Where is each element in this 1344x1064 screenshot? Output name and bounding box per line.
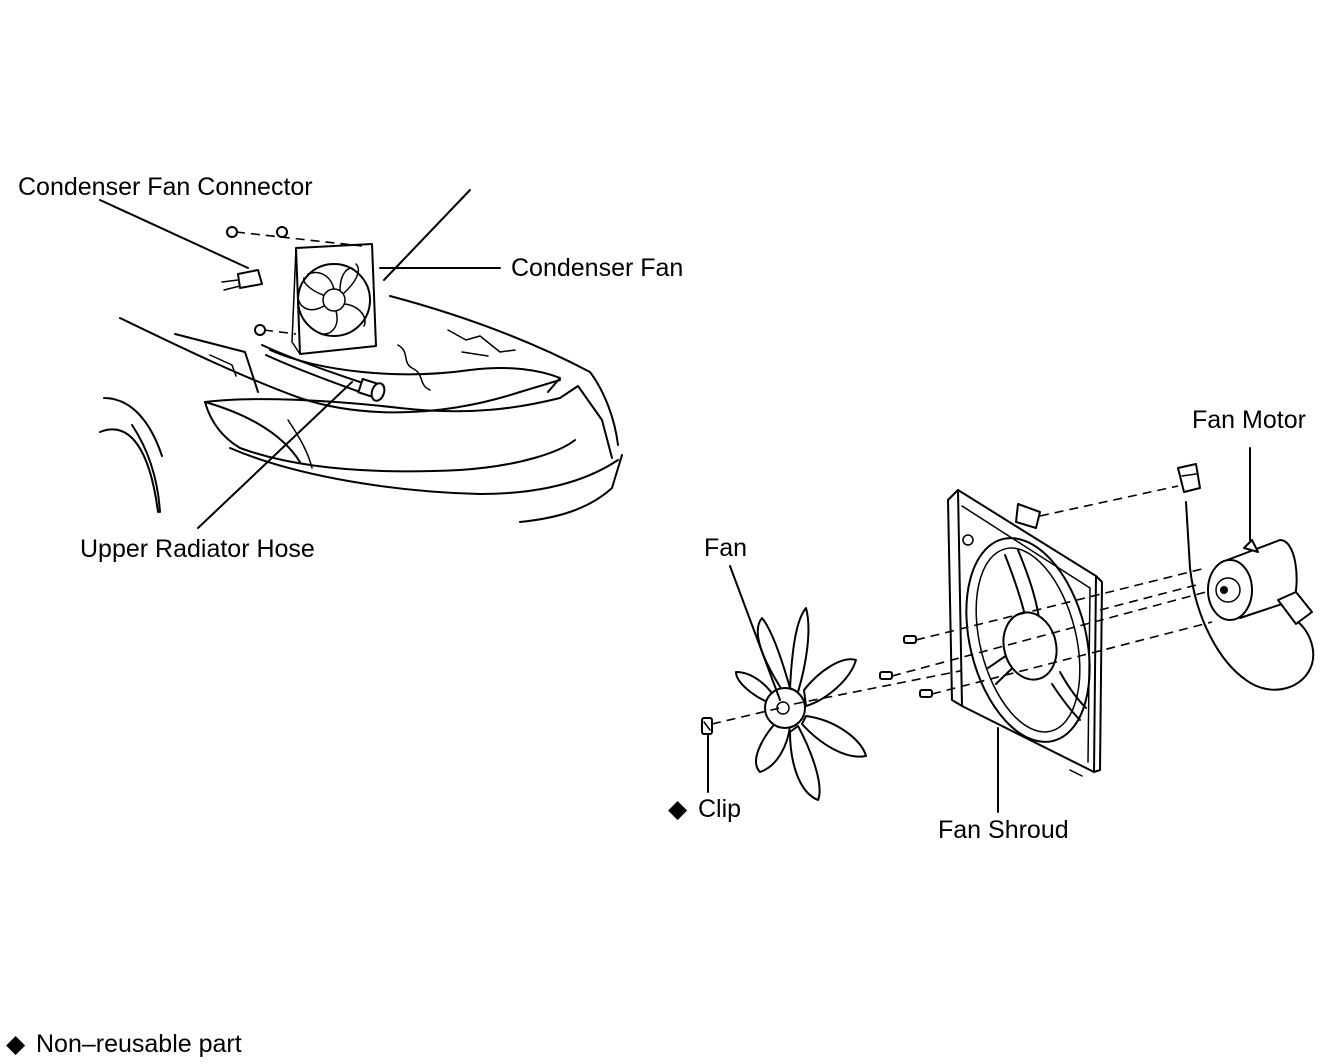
fan-shroud-axis [793,665,986,705]
screw-axis-middle [891,591,1207,677]
condenser-fan-connector-label: Condenser Fan Connector [18,173,313,201]
fan-motor-label: Fan Motor [1192,406,1306,434]
upper-radiator-hose-label: Upper Radiator Hose [80,535,315,563]
screw-axis-lower [931,621,1213,695]
fan-shroud-label: Fan Shroud [938,816,1069,844]
fan-motor [1177,463,1315,691]
connector-leader-line [99,199,249,269]
screw-axis-upper [915,567,1207,641]
fan-label: Fan [704,534,747,562]
upper-radiator-hose [261,344,386,402]
condenser-fan-assembly [221,226,377,355]
legend-diamond-icon: ◆ [6,1030,26,1058]
clip-diamond-icon: ◆ [668,795,688,823]
fan-clip-axis [711,707,781,725]
hose-leader-line [197,381,353,529]
motor-axis [1099,583,1201,611]
clip-part [701,717,713,735]
fan-shroud [947,489,1103,777]
vehicle-front-illustration [99,295,623,523]
legend-text: Non–reusable part [36,1030,242,1058]
condenser-fan-label: Condenser Fan [511,254,683,282]
fan-leader-line [729,565,781,701]
clip-label: Clip [698,795,741,823]
condenser-fan-leader-line-a [383,189,471,281]
shroud-screws [879,635,933,698]
connector-axis [1039,485,1179,517]
